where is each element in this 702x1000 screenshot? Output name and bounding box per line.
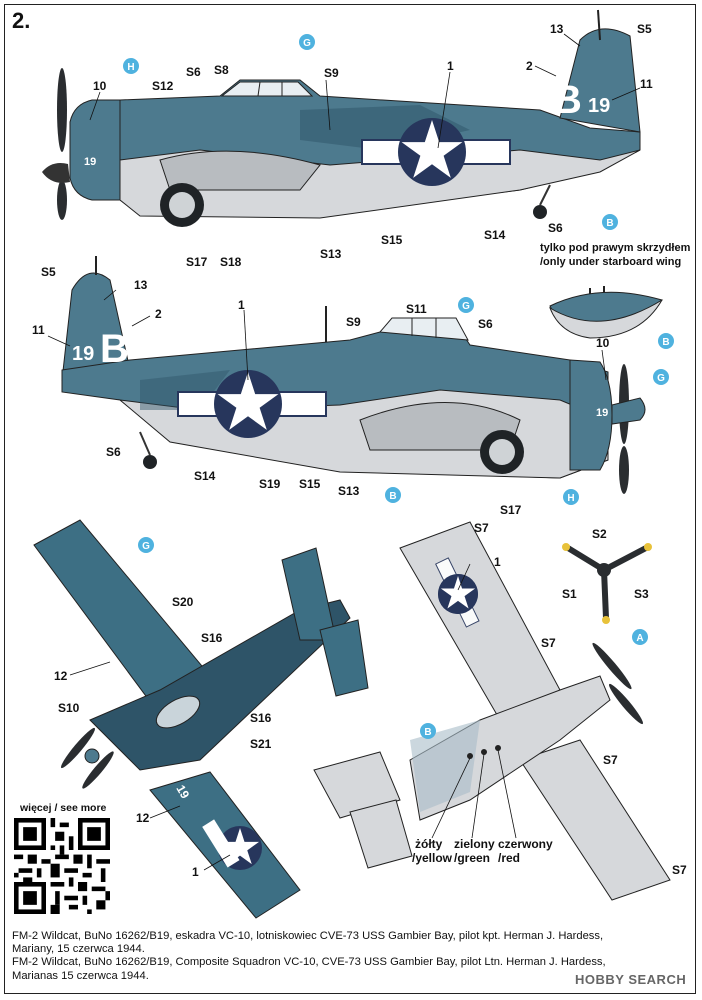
svg-text:S6: S6 bbox=[548, 221, 563, 235]
svg-text:B: B bbox=[662, 337, 669, 348]
svg-text:zielony: zielony bbox=[454, 837, 495, 851]
code-letter-starboard: B bbox=[100, 327, 129, 371]
svg-text:S17: S17 bbox=[186, 255, 208, 269]
svg-text:S7: S7 bbox=[541, 636, 556, 650]
svg-text:19: 19 bbox=[173, 783, 192, 802]
svg-text:2: 2 bbox=[526, 59, 533, 73]
svg-text:S15: S15 bbox=[381, 233, 403, 247]
svg-text:S1: S1 bbox=[562, 587, 577, 601]
svg-text:B: B bbox=[389, 491, 396, 502]
svg-text:10: 10 bbox=[596, 336, 610, 350]
svg-text:13: 13 bbox=[550, 22, 564, 36]
svg-text:S7: S7 bbox=[474, 521, 489, 535]
svg-text:/red: /red bbox=[498, 851, 520, 865]
color-callouts: G H B B G G B H G B A bbox=[123, 34, 674, 739]
svg-text:2: 2 bbox=[155, 307, 162, 321]
part-labels bbox=[47, 33, 641, 871]
svg-text:S6: S6 bbox=[186, 65, 201, 79]
starboard-side-view: B 19 19 bbox=[61, 256, 646, 494]
svg-text:S7: S7 bbox=[672, 863, 687, 877]
svg-text:19: 19 bbox=[596, 407, 608, 419]
svg-text:G: G bbox=[142, 541, 150, 552]
svg-text:S12: S12 bbox=[152, 79, 174, 93]
caption-en-line1: FM-2 Wildcat, BuNo 16262/B19, Composite … bbox=[12, 956, 606, 969]
svg-text:S2: S2 bbox=[592, 527, 607, 541]
svg-text:S9: S9 bbox=[346, 315, 361, 329]
svg-text:B: B bbox=[606, 218, 613, 229]
svg-text:12: 12 bbox=[54, 669, 68, 683]
svg-text:1: 1 bbox=[494, 555, 501, 569]
svg-text:S18: S18 bbox=[220, 255, 242, 269]
code-letter-port: B bbox=[553, 78, 582, 122]
watermark: HOBBY SEARCH bbox=[575, 972, 687, 987]
svg-text:S13: S13 bbox=[338, 484, 360, 498]
caption: FM-2 Wildcat, BuNo 16262/B19, eskadra VC… bbox=[12, 930, 612, 983]
caption-pl-line1: FM-2 Wildcat, BuNo 16262/B19, eskadra VC… bbox=[12, 930, 604, 942]
starboard-wing-note: tylko pod prawym skrzydłem /only under s… bbox=[540, 242, 691, 268]
drop-tank-detail bbox=[549, 286, 664, 339]
svg-text:S6: S6 bbox=[478, 317, 493, 331]
top-view: 19 19 bbox=[33, 519, 369, 919]
svg-text:11: 11 bbox=[640, 77, 653, 91]
svg-text:S14: S14 bbox=[194, 469, 216, 483]
svg-text:S16: S16 bbox=[201, 631, 223, 645]
svg-text:G: G bbox=[462, 301, 470, 312]
svg-text:S13: S13 bbox=[320, 247, 342, 261]
svg-text:żółty: żółty bbox=[415, 837, 443, 851]
svg-text:S5: S5 bbox=[637, 22, 652, 36]
svg-text:1: 1 bbox=[192, 865, 199, 879]
svg-text:H: H bbox=[127, 62, 134, 73]
svg-text:S9: S9 bbox=[324, 66, 339, 80]
svg-text:19: 19 bbox=[97, 661, 116, 680]
svg-text:1: 1 bbox=[447, 59, 454, 73]
svg-text:A: A bbox=[636, 633, 643, 644]
svg-text:S7: S7 bbox=[603, 753, 618, 767]
svg-text:B: B bbox=[424, 727, 431, 738]
svg-text:czerwony: czerwony bbox=[498, 837, 553, 851]
code-number-starboard: 19 bbox=[72, 343, 94, 365]
propeller-detail bbox=[562, 543, 652, 624]
caption-en-line2: Marianas 15 czerwca 1944. bbox=[12, 969, 149, 982]
svg-text:S10: S10 bbox=[58, 701, 80, 715]
svg-text:11: 11 bbox=[32, 323, 45, 337]
see-more-label: więcej / see more bbox=[20, 802, 107, 814]
svg-text:/yellow: /yellow bbox=[412, 851, 453, 865]
caption-pl-line2: Mariany, 15 czerwca 1944. bbox=[12, 943, 145, 956]
svg-text:/green: /green bbox=[454, 851, 490, 865]
svg-text:S5: S5 bbox=[41, 265, 56, 279]
svg-text:13: 13 bbox=[134, 278, 148, 292]
svg-text:19: 19 bbox=[84, 156, 96, 168]
svg-text:S3: S3 bbox=[634, 587, 649, 601]
svg-text:S19: S19 bbox=[259, 477, 281, 491]
svg-text:S21: S21 bbox=[250, 737, 272, 751]
svg-text:S15: S15 bbox=[299, 477, 321, 491]
bottom-view bbox=[313, 521, 671, 901]
svg-text:S8: S8 bbox=[214, 63, 229, 77]
svg-text:S17: S17 bbox=[500, 503, 522, 517]
svg-text:G: G bbox=[657, 373, 665, 384]
svg-text:S14: S14 bbox=[484, 228, 506, 242]
svg-text:G: G bbox=[303, 38, 311, 49]
code-number-port: 19 bbox=[588, 95, 610, 117]
propeller-blade bbox=[57, 68, 67, 152]
spinner bbox=[42, 163, 70, 183]
svg-text:H: H bbox=[567, 493, 574, 504]
svg-text:12: 12 bbox=[136, 811, 150, 825]
scheme-number: 2. bbox=[12, 8, 31, 33]
svg-text:10: 10 bbox=[93, 79, 107, 93]
svg-text:S20: S20 bbox=[172, 595, 194, 609]
port-side-view: B 19 19 bbox=[42, 9, 641, 227]
svg-text:S11: S11 bbox=[406, 302, 427, 316]
qr-code[interactable] bbox=[14, 818, 110, 914]
svg-text:S6: S6 bbox=[106, 445, 121, 459]
svg-text:S16: S16 bbox=[250, 711, 272, 725]
svg-text:1: 1 bbox=[238, 298, 245, 312]
